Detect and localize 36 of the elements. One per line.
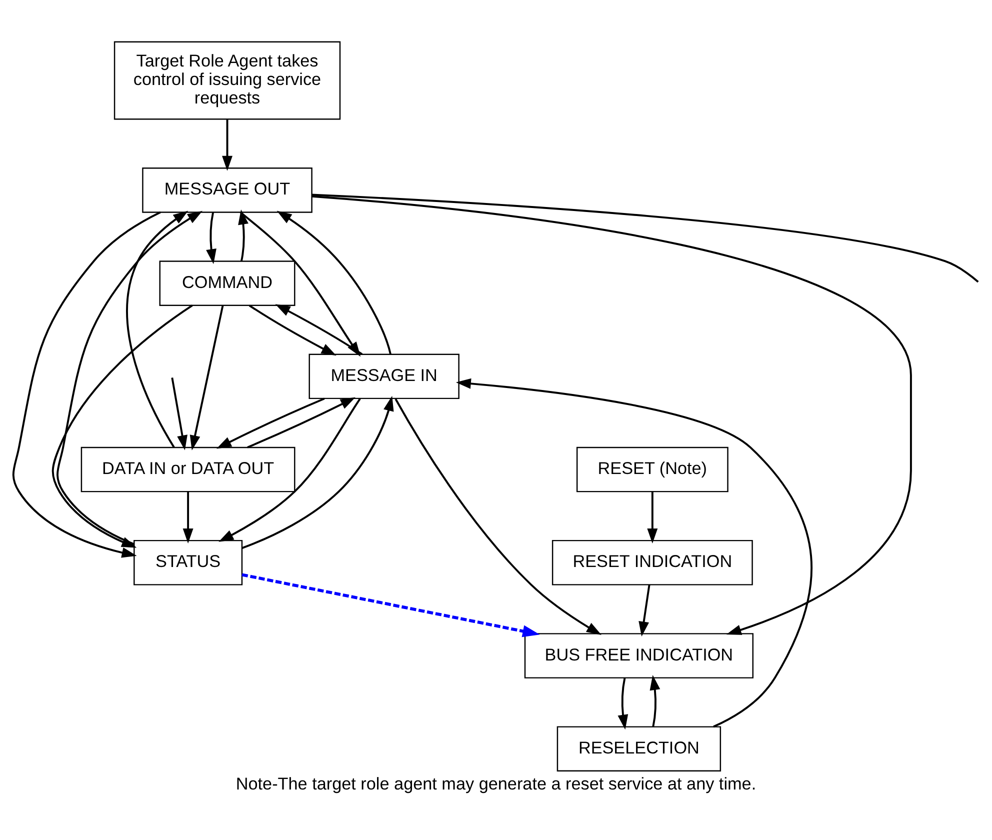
arrow [206,212,216,264]
arrow [216,397,325,448]
node-box: DATA IN or DATA OUT [80,446,296,492]
node-box: STATUS [134,539,243,585]
arrow [650,674,660,726]
arrow [638,584,650,636]
arrow [456,378,812,728]
node-box: Target Role Agent takes control of issuing service requests [114,40,341,120]
arrow [238,208,248,261]
arrow [248,304,336,356]
arrow [618,677,628,730]
arrow [222,118,232,170]
arrow [247,396,356,448]
node-box: BUS FREE INDICATION [524,632,754,678]
node-box: RESET INDICATION [552,539,753,585]
node-box: COMMAND [159,260,296,306]
node-box: RESET (Note) [576,446,728,492]
arrow [242,572,540,637]
arrow [218,398,361,542]
arrow [126,210,188,448]
arrow [182,491,194,543]
arrow [312,194,912,634]
arrow [56,210,202,544]
arrow [275,304,363,355]
arrow [190,304,224,450]
node-box: MESSAGE IN [308,353,460,399]
arrow [647,491,658,543]
arrow [242,395,394,548]
arrow [394,398,602,635]
arrow [171,377,188,450]
node-box: MESSAGE OUT [142,166,312,212]
arrow [276,210,392,354]
connector [312,193,979,282]
caption: Note-The target role agent may generate a reset service at any time. [236,773,756,794]
node-box: RESELECTION [556,726,722,772]
arrow [12,210,161,558]
